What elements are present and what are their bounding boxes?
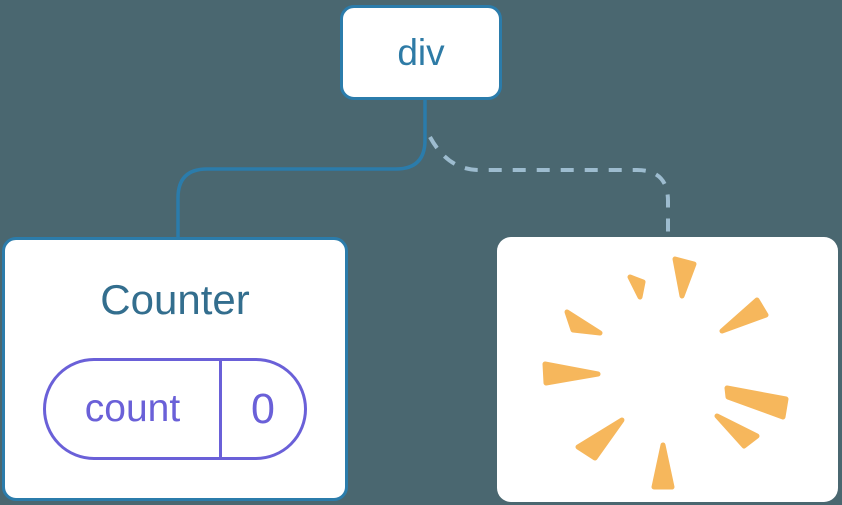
node-div-label: div (397, 31, 445, 73)
counter-title: Counter (100, 276, 250, 323)
edge-solid-div-to-counter (176, 94, 427, 242)
poof-burst-icon (542, 256, 789, 490)
tree-node-counter: Counter count 0 (2, 237, 348, 501)
state-pill: count 0 (43, 358, 307, 460)
tree-node-removed (497, 237, 838, 502)
state-key-label: count (46, 361, 222, 457)
tree-node-div: div (340, 5, 502, 100)
edge-dashed-div-to-removed (428, 136, 670, 240)
state-value-label: 0 (251, 384, 275, 433)
